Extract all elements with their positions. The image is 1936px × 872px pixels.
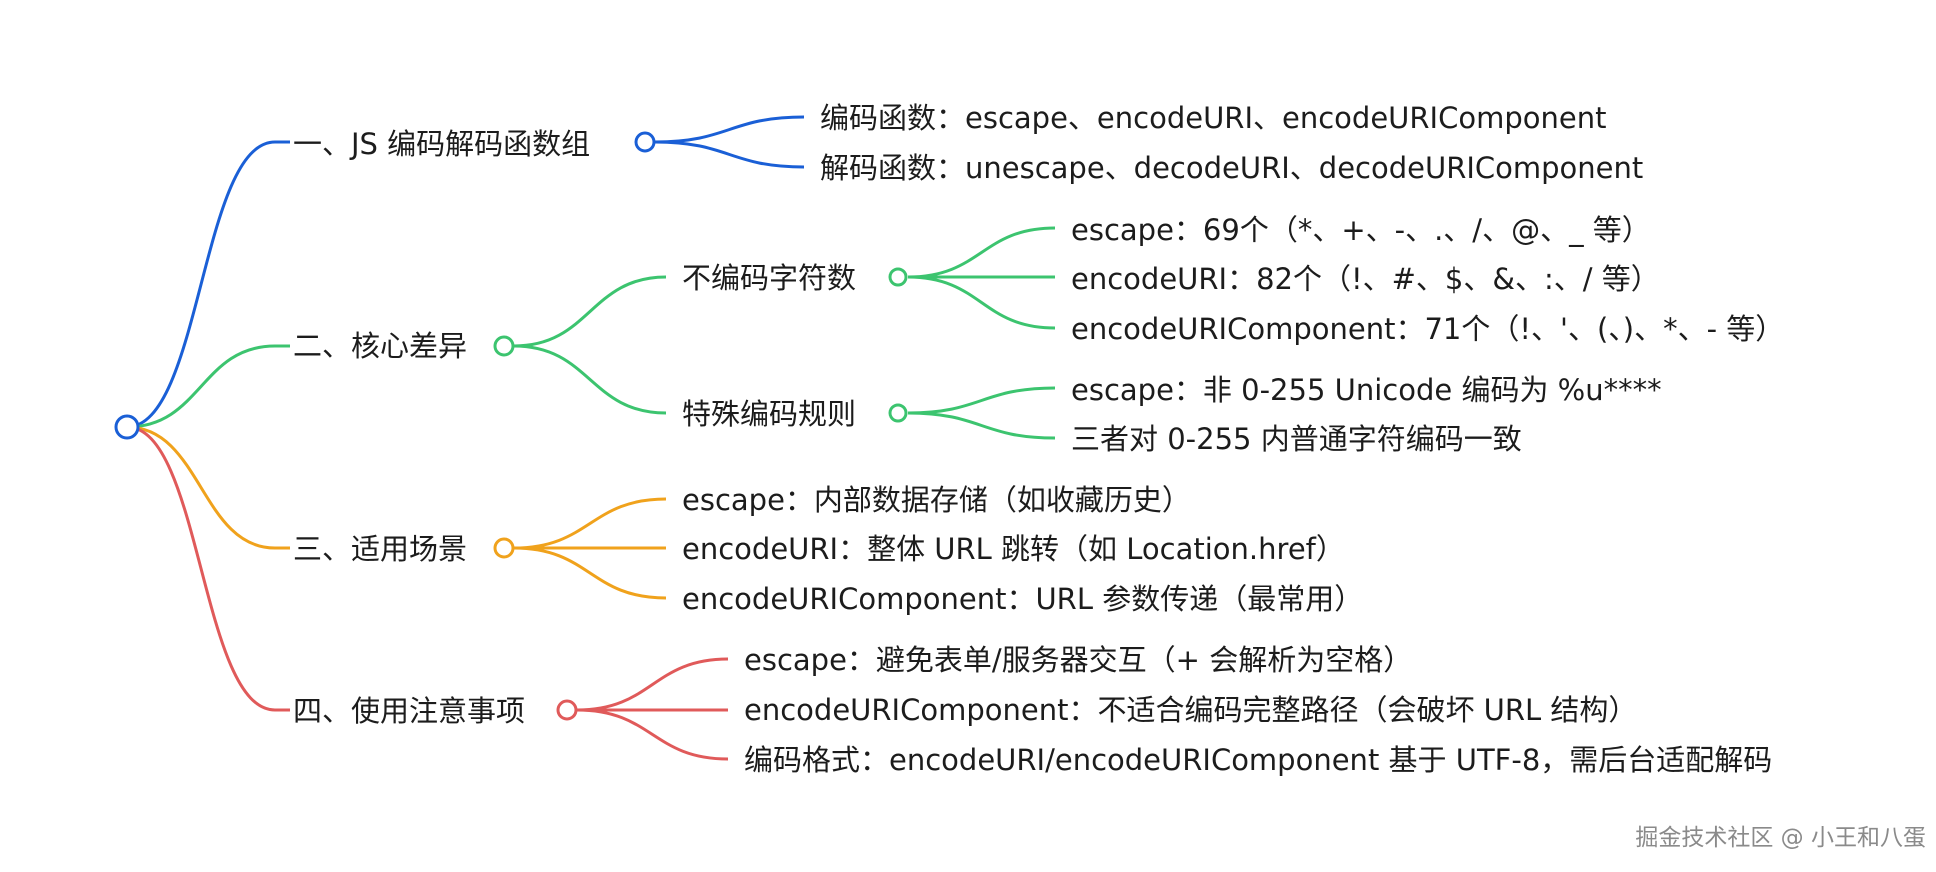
branch-1-label: 一、JS 编码解码函数组 (293, 127, 591, 161)
edge-branch4-format (576, 708, 729, 761)
special-rules-label: 特殊编码规则 (682, 397, 857, 431)
edge-special-common (907, 411, 1056, 440)
common-encoding-rule-label: 三者对 0-255 内普通字符编码一致 (1071, 422, 1522, 456)
branch4-node (556, 699, 578, 721)
encode-functions-label: 编码函数：escape、encodeURI、encodeURIComponent (820, 101, 1607, 135)
decode-functions-label: 解码函数：unescape、decodeURI、decodeURICompone… (820, 151, 1644, 185)
edge-unencoded-encodeuricomponent (907, 275, 1056, 330)
escape-unicode-rule-label: escape：非 0-255 Unicode 编码为 %u**** (1071, 373, 1662, 407)
edge-unencoded-escape (907, 226, 1056, 279)
branch2-node (493, 335, 515, 357)
edge-branch2-special (513, 344, 667, 415)
encodeuricomponent-count-label: encodeURIComponent：71个（!、'、(、)、*、- 等） (1071, 312, 1785, 346)
branch-2-label: 二、核心差异 (293, 329, 468, 363)
unencoded-chars-label: 不编码字符数 (682, 261, 857, 295)
branch3-node (493, 537, 515, 559)
usage-escape-label: escape：内部数据存储（如收藏历史） (682, 483, 1191, 517)
encodeuri-count-label: encodeURI：82个（!、#、$、&、:、/ 等） (1071, 262, 1660, 296)
edge-root-branch4 (126, 425, 276, 712)
edge-branch4-escape (576, 657, 729, 712)
note-escape-label: escape：避免表单/服务器交互（+ 会解析为空格） (744, 643, 1413, 677)
branch1-node (634, 131, 656, 153)
edge-branch3-escape (513, 497, 667, 550)
edge-special-escape (907, 386, 1056, 415)
branch-3-label: 三、适用场景 (293, 532, 468, 566)
edge-root-branch3 (126, 425, 276, 550)
usage-encodeuricomponent-label: encodeURIComponent：URL 参数传递（最常用） (682, 582, 1364, 616)
note-encodeuricomponent-label: encodeURIComponent：不适合编码完整路径（会破坏 URL 结构） (744, 693, 1638, 727)
edge-branch1-encode (654, 115, 805, 144)
unencoded-node (888, 267, 908, 287)
edge-branch3-encodeuricomponent (513, 546, 667, 600)
edge-branch2-unencoded (513, 275, 667, 348)
branch-4-label: 四、使用注意事项 (293, 694, 526, 728)
escape-count-label: escape：69个（*、+、-、.、/、@、_ 等） (1071, 213, 1651, 247)
edge-root-branch1 (126, 140, 276, 429)
watermark: 掘金技术社区 @ 小王和八蛋 (1635, 825, 1926, 851)
edge-branch1-decode (654, 140, 805, 169)
edge-root-branch2 (126, 344, 276, 429)
root-node (114, 414, 140, 440)
note-encoding-format-label: 编码格式：encodeURI/encodeURIComponent 基于 UTF… (744, 743, 1773, 777)
usage-encodeuri-label: encodeURI：整体 URL 跳转（如 Location.href） (682, 532, 1345, 566)
special-node (888, 403, 908, 423)
